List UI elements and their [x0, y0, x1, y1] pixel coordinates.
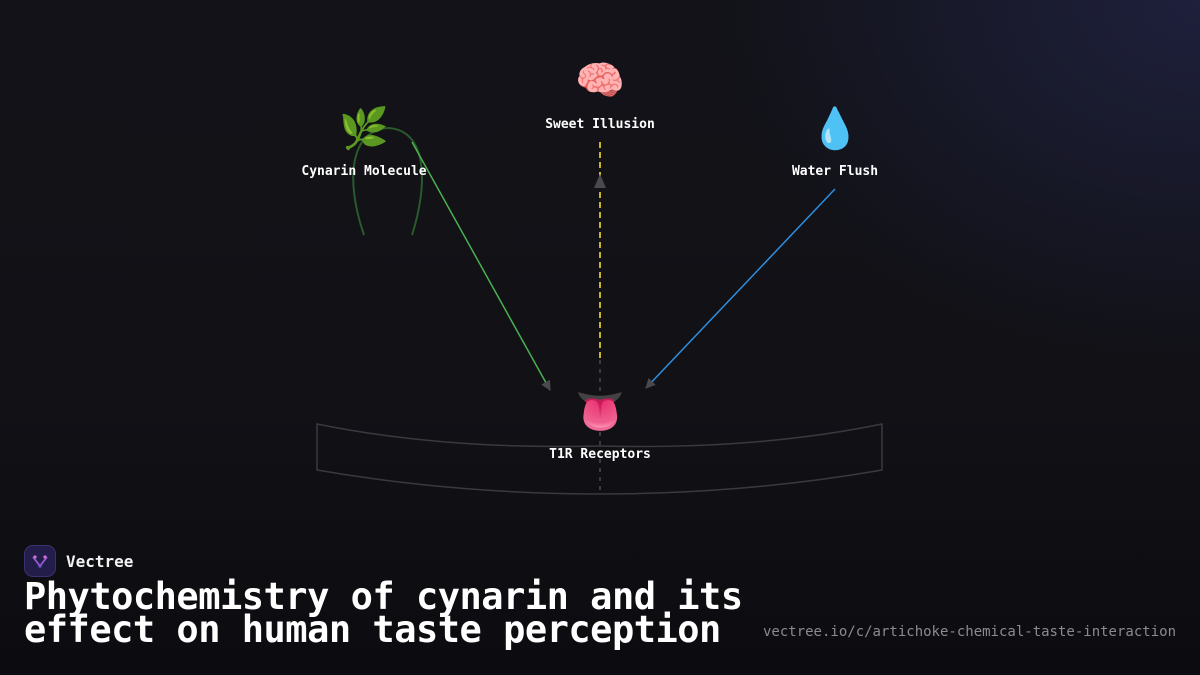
leaf-outline: [352, 126, 423, 236]
brand[interactable]: Vectree: [24, 544, 133, 578]
source-url[interactable]: vectree.io/c/artichoke-chemical-taste-in…: [762, 624, 1176, 640]
node-cynarin: 🌿 Cynarin Molecule: [301, 105, 426, 179]
node-water-flush: 💧 Water Flush: [792, 105, 878, 179]
node-label-t1r-receptors: T1R Receptors: [549, 447, 651, 462]
node-label-water-flush: Water Flush: [792, 164, 878, 179]
edge-receptors-to-sweet-arrowhead: [594, 174, 606, 188]
brand-name: Vectree: [66, 551, 134, 571]
page-title: Phytochemistry of cynarin and its effect…: [24, 575, 743, 651]
droplet-icon: 💧: [810, 105, 860, 152]
tongue-icon: 👅: [575, 389, 625, 435]
edge-water-to-receptors: [645, 188, 836, 389]
node-t1r-receptors: 👅 T1R Receptors: [549, 389, 651, 462]
edge-cynarin-to-receptors: [411, 141, 551, 391]
brain-icon: 🧠: [575, 58, 625, 104]
node-label-cynarin: Cynarin Molecule: [301, 164, 426, 179]
vectree-logo-icon: [24, 545, 56, 577]
node-sweet-illusion: 🧠 Sweet Illusion: [545, 58, 655, 132]
mouth-outline: [316, 423, 883, 495]
herb-icon: 🌿: [339, 105, 389, 152]
node-label-sweet-illusion: Sweet Illusion: [545, 117, 655, 132]
